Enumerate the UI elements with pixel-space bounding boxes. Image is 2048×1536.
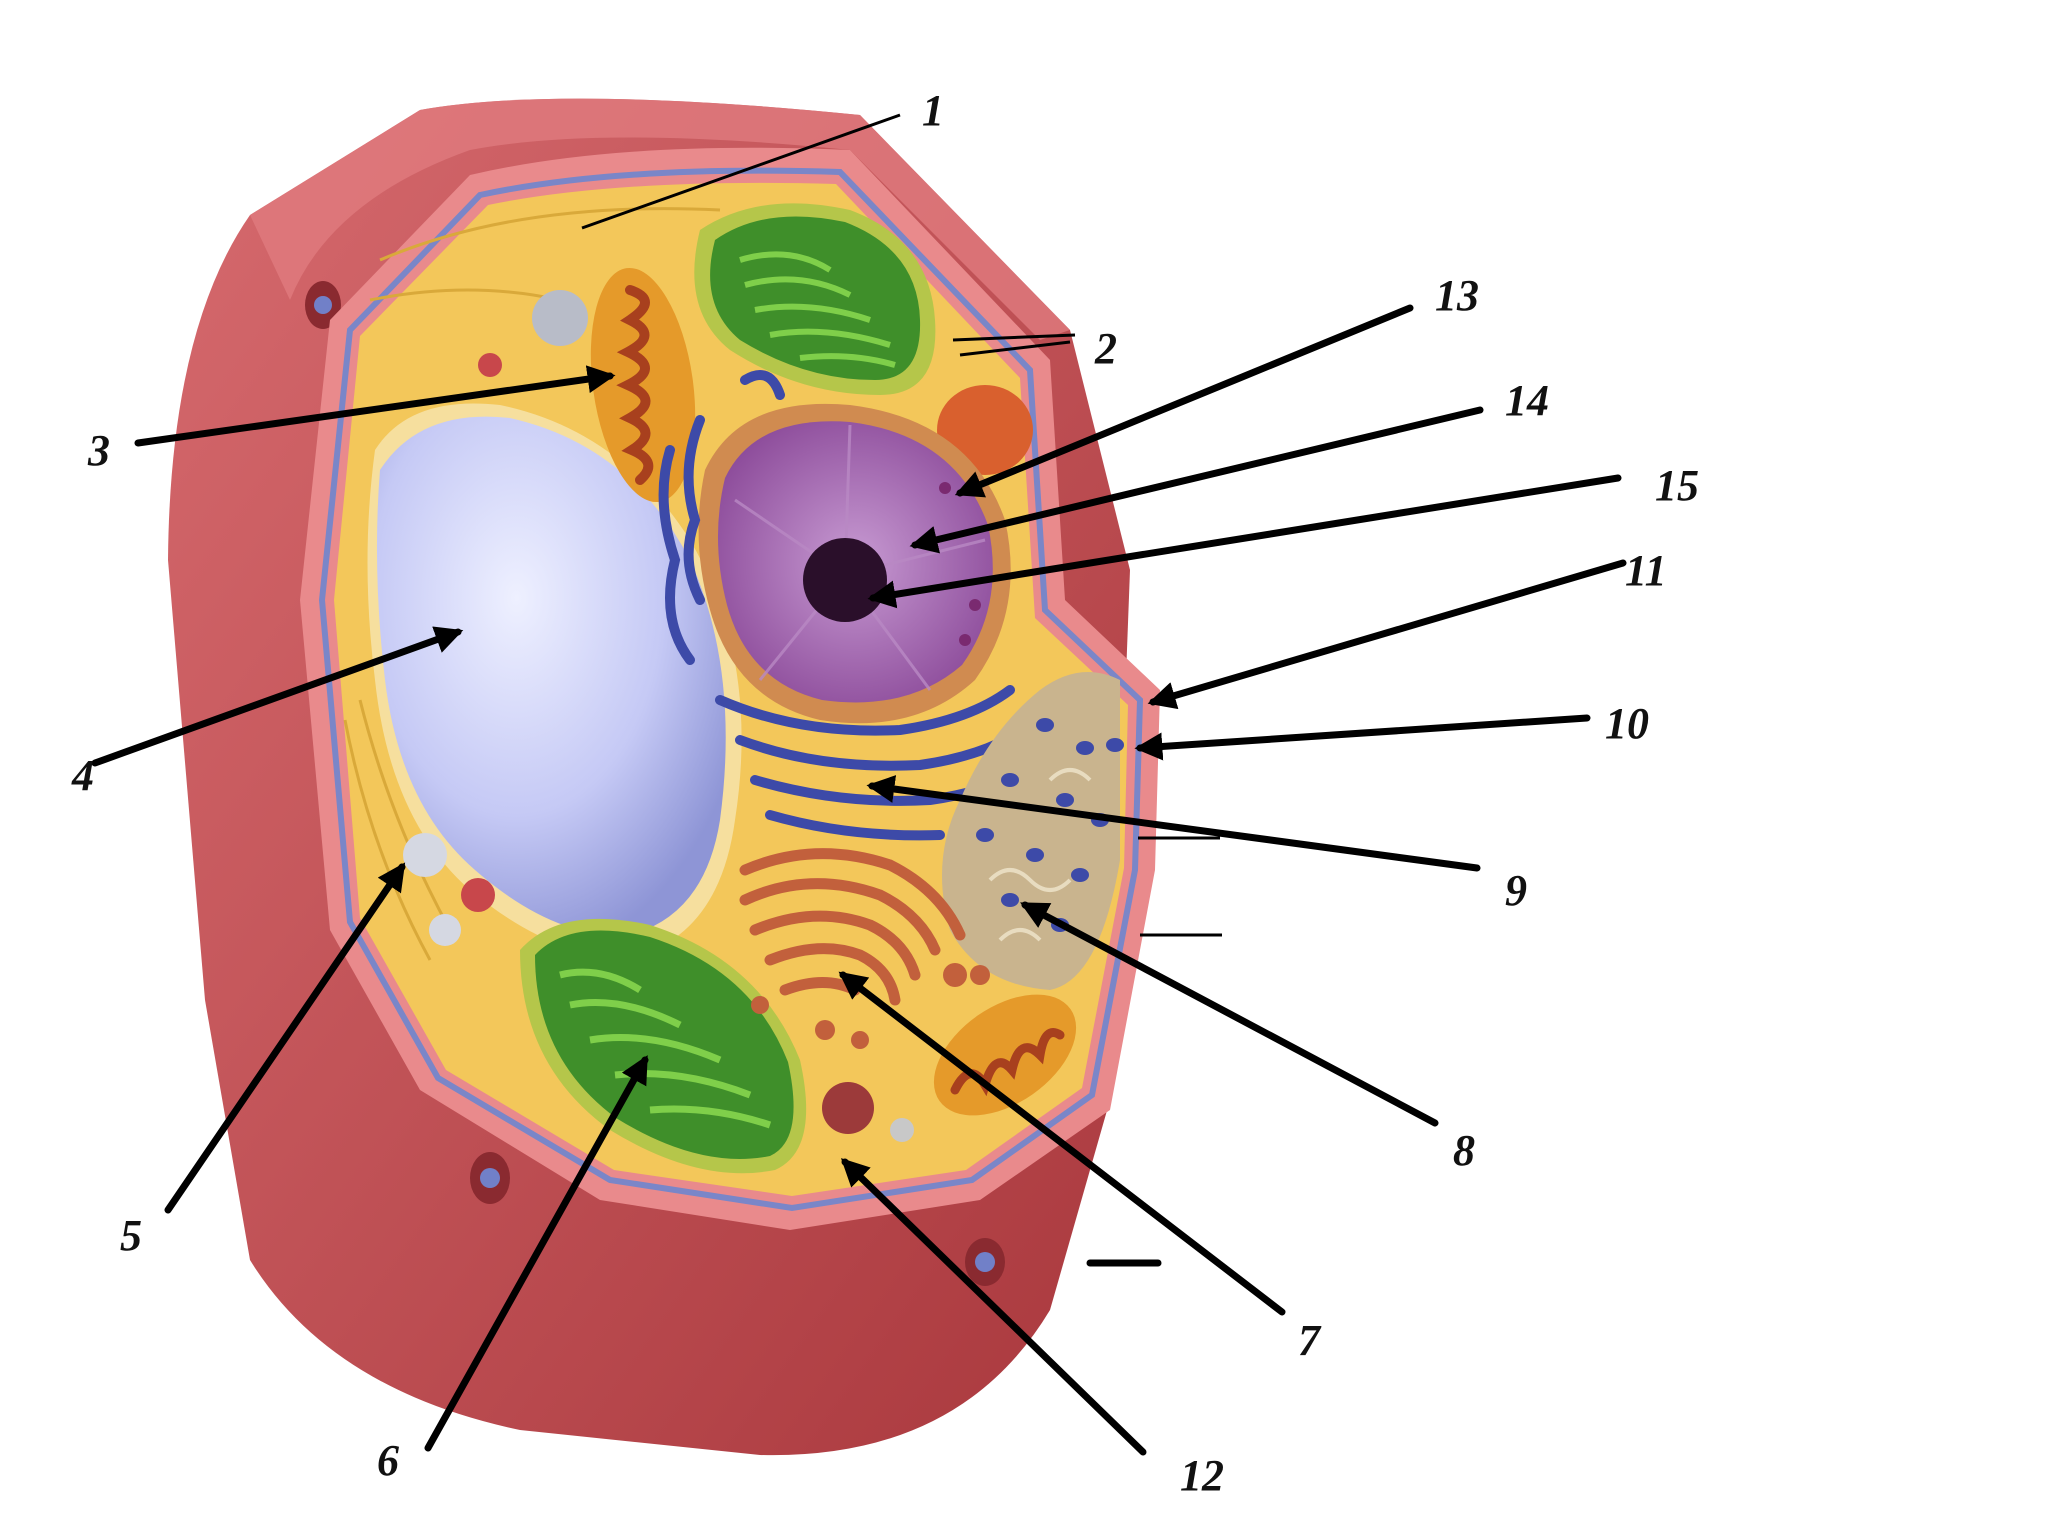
label-8: 8 <box>1453 1126 1475 1175</box>
leader-line-10 <box>1134 714 1591 761</box>
nucleus <box>698 403 1011 724</box>
nuclear-pore <box>969 599 981 611</box>
label-1: 1 <box>922 86 944 135</box>
label-11: 11 <box>1625 546 1667 595</box>
leader-lines <box>91 113 1627 1456</box>
label-10: 10 <box>1605 699 1649 748</box>
leader-line-8 <box>1020 901 1439 1127</box>
vesicle <box>890 1118 914 1142</box>
central-vacuole <box>367 403 742 957</box>
plasmodesma-pit <box>305 281 341 329</box>
golgi-vesicles <box>751 963 990 1049</box>
leader-line-4 <box>91 626 464 767</box>
leader-line-11 <box>1147 559 1627 710</box>
label-12: 12 <box>1180 1451 1224 1500</box>
label-14: 14 <box>1505 376 1549 425</box>
leader-line-9 <box>866 775 1481 872</box>
label-9: 9 <box>1505 866 1527 915</box>
plasma-membrane <box>318 167 1144 1212</box>
leader-line-13 <box>954 304 1414 498</box>
leader-line-15 <box>867 474 1622 609</box>
leader-line-2b <box>959 340 1071 357</box>
nuclear-pore <box>939 482 951 494</box>
leader-line-3 <box>134 365 616 447</box>
label-15: 15 <box>1655 461 1699 510</box>
label-4: 4 <box>71 751 94 800</box>
leader-line-7 <box>838 971 1286 1316</box>
leader-line-14 <box>909 406 1484 554</box>
mitochondrion <box>590 267 696 503</box>
vesicle <box>403 833 447 877</box>
leader-line-6 <box>424 1055 649 1452</box>
chloroplast <box>520 918 807 1174</box>
plasmodesma-pit <box>965 1238 1005 1286</box>
lysosome <box>822 1082 874 1134</box>
leader-line-12 <box>840 1158 1147 1456</box>
vesicle <box>429 914 461 946</box>
label-5: 5 <box>120 1211 142 1260</box>
chloroplast <box>694 203 936 395</box>
labels: 1 2 3 4 5 6 7 8 9 10 11 12 13 14 15 <box>71 86 1699 1500</box>
vesicle <box>532 290 588 346</box>
label-3: 3 <box>87 426 110 475</box>
label-2: 2 <box>1094 324 1117 373</box>
cytoskeleton-fibers <box>343 207 721 961</box>
vesicle <box>478 353 502 377</box>
leader-line-1 <box>581 113 901 230</box>
label-13: 13 <box>1435 271 1479 320</box>
nuclear-pore <box>959 634 971 646</box>
label-7: 7 <box>1298 1316 1322 1365</box>
label-6: 6 <box>377 1436 399 1485</box>
plasmodesma-pit <box>470 1152 510 1204</box>
vesicle <box>461 878 495 912</box>
leader-line-5 <box>164 862 406 1214</box>
nucleolus <box>803 538 887 622</box>
leader-line-2 <box>952 333 1076 342</box>
